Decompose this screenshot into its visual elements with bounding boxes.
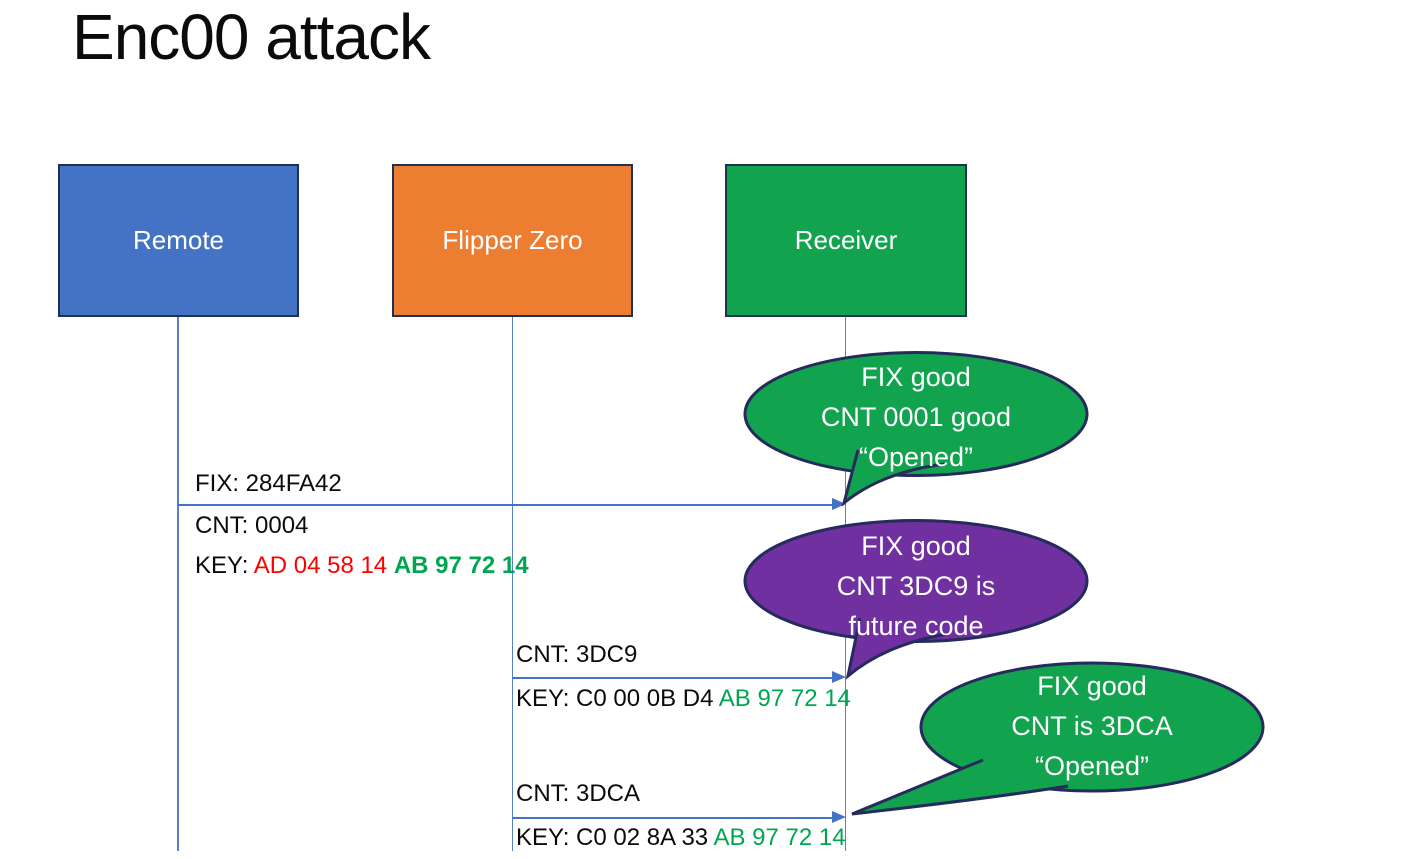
message2-key-label: KEY: C0 00 0B D4 xyxy=(516,685,714,712)
message3-key-label: KEY: C0 02 8A 33 xyxy=(516,824,709,851)
actor-box-flipper-zero: Flipper Zero xyxy=(392,164,633,317)
message1-fix: FIX: 284FA42 xyxy=(195,470,342,497)
speech-bubble-text: FIX good CNT is 3DCA “Opened” xyxy=(922,666,1262,786)
speech-bubble-tail xyxy=(845,617,949,680)
message2-key: KEY: C0 00 0B D4 AB 97 72 14 xyxy=(516,685,851,713)
bubble1-line1: FIX good xyxy=(861,362,971,392)
arrowhead-icon xyxy=(832,498,846,510)
bubble1-line2: CNT 0001 good xyxy=(820,402,1012,432)
speech-bubble-text: FIX good CNT 3DC9 is future code xyxy=(746,526,1086,646)
message1-key-green-bytes: AB 97 72 14 xyxy=(393,552,529,579)
speech-bubble-receiver-2 xyxy=(743,519,1089,680)
bubble2-line2: CNT 3DC9 is xyxy=(836,571,996,601)
arrow-remote-to-receiver xyxy=(178,504,832,506)
speech-bubble-receiver-1 xyxy=(743,351,1089,506)
bubble2-line1: FIX good xyxy=(861,531,971,561)
page-title: Enc00 attack xyxy=(72,1,431,73)
message3-key-green-bytes: AB 97 72 14 xyxy=(713,824,846,851)
arrow-flipper-to-receiver-1 xyxy=(512,677,832,679)
bubble2-line3: future code xyxy=(848,611,984,641)
message1-key-red-bytes: AD 04 58 14 xyxy=(253,552,388,579)
message3-cnt: CNT: 3DCA xyxy=(516,780,641,807)
lifeline-remote xyxy=(177,317,179,851)
actor-label-remote: Remote xyxy=(132,225,225,255)
bubble3-line1: FIX good xyxy=(1037,671,1147,701)
arrowhead-icon xyxy=(832,671,846,683)
speech-bubble-text: FIX good CNT 0001 good “Opened” xyxy=(746,357,1086,477)
actor-box-remote: Remote xyxy=(58,164,299,317)
message1-cnt: CNT: 0004 xyxy=(195,512,309,539)
message2-cnt: CNT: 3DC9 xyxy=(516,641,638,668)
speech-bubble-tail xyxy=(841,449,946,506)
bubble3-line3: “Opened” xyxy=(1034,751,1150,781)
actor-label-receiver: Receiver xyxy=(794,225,898,255)
message3-key: KEY: C0 02 8A 33 AB 97 72 14 xyxy=(516,824,846,852)
arrowhead-icon xyxy=(832,811,846,823)
message1-key: KEY: AD 04 58 14 AB 97 72 14 xyxy=(195,552,529,580)
message2-key-green-bytes: AB 97 72 14 xyxy=(718,685,851,712)
speech-bubble-ellipse xyxy=(919,661,1265,793)
speech-bubble-tail xyxy=(851,758,1069,816)
speech-bubble-receiver-3 xyxy=(851,661,1265,816)
bubble1-line3: “Opened” xyxy=(858,442,974,472)
bubble3-line2: CNT is 3DCA xyxy=(1011,711,1173,741)
actor-box-receiver: Receiver xyxy=(725,164,967,317)
lifeline-flipper-zero xyxy=(511,317,513,851)
actor-label-flipper-zero: Flipper Zero xyxy=(442,225,583,255)
message1-key-label: KEY: xyxy=(195,552,249,579)
arrow-flipper-to-receiver-2 xyxy=(512,817,832,819)
speech-bubble-ellipse xyxy=(743,351,1089,477)
